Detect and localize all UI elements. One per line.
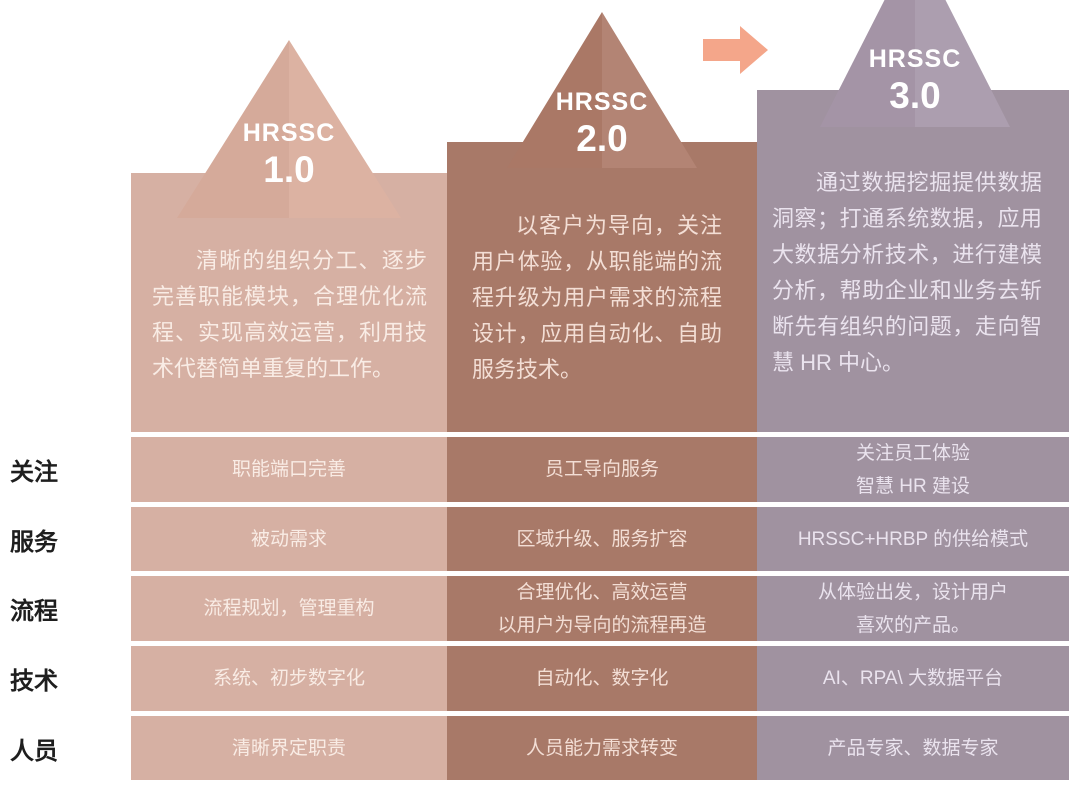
column-2-header: HRSSC 2.0 bbox=[502, 87, 702, 161]
cell-process-hrssc3: 从体验出发，设计用户 喜欢的产品。 bbox=[817, 581, 1008, 636]
column-3-header: HRSSC 3.0 bbox=[815, 44, 1015, 118]
cell-process-hrssc1: 流程规划，管理重构 bbox=[203, 598, 375, 619]
cell-technology-hrssc1: 系统、初步数字化 bbox=[212, 668, 365, 689]
cell-technology-hrssc3: AI、RPA\ 大数据平台 bbox=[822, 668, 1004, 689]
row-separator bbox=[131, 571, 1069, 576]
column-3-title: HRSSC bbox=[868, 45, 962, 73]
row-label-people: 人员 bbox=[10, 737, 58, 765]
cell-technology-hrssc2: 自动化、数字化 bbox=[535, 668, 669, 689]
column-1-title: HRSSC bbox=[242, 119, 336, 147]
row-label-technology: 技术 bbox=[10, 668, 58, 695]
arrow-right-icon bbox=[703, 26, 768, 74]
column-2-title: HRSSC bbox=[555, 88, 649, 116]
cell-service-hrssc3: HRSSC+HRBP 的供给模式 bbox=[797, 528, 1029, 550]
cell-people-hrssc3: 产品专家、数据专家 bbox=[827, 737, 999, 759]
cell-focus-hrssc3: 关注员工体验 智慧 HR 建设 bbox=[855, 442, 970, 497]
pyramid-3-right-face bbox=[915, 0, 1010, 127]
column-3-version: 3.0 bbox=[889, 75, 941, 116]
row-separator bbox=[131, 641, 1069, 646]
cell-service-hrssc1: 被动需求 bbox=[250, 528, 327, 550]
cell-focus-hrssc2: 员工导向服务 bbox=[544, 459, 659, 480]
pyramid-3-left-face bbox=[820, 0, 915, 127]
column-1-description: 清晰的组织分工、逐步完善职能模块，合理优化流程、实现高效运营，利用技术代替简单重… bbox=[152, 248, 427, 381]
pyramid-1-left-face bbox=[177, 40, 289, 218]
cell-people-hrssc1: 清晰界定职责 bbox=[231, 737, 346, 759]
column-1-body bbox=[131, 173, 447, 780]
cell-service-hrssc2: 区域升级、服务扩容 bbox=[516, 528, 688, 550]
column-2-version: 2.0 bbox=[576, 118, 628, 159]
column-2-body bbox=[447, 142, 757, 780]
pyramid-2-right-face bbox=[602, 12, 697, 168]
pyramid-1-right-face bbox=[289, 40, 401, 218]
row-separator bbox=[131, 711, 1069, 716]
row-label-process: 流程 bbox=[10, 598, 58, 625]
cell-people-hrssc2: 人员能力需求转变 bbox=[525, 737, 678, 759]
cell-focus-hrssc1: 职能端口完善 bbox=[231, 459, 346, 480]
column-2-description: 以客户为导向，关注用户体验，从职能端的流程升级为用户需求的流程设计，应用自动化、… bbox=[472, 213, 722, 382]
row-label-focus: 关注 bbox=[10, 459, 58, 486]
row-separator bbox=[131, 432, 1069, 437]
row-separator bbox=[131, 502, 1069, 507]
column-3-description: 通过数据挖掘提供数据洞察；打通系统数据，应用大数据分析技术，进行建模分析，帮助企… bbox=[772, 170, 1042, 375]
column-1-header: HRSSC 1.0 bbox=[189, 118, 389, 192]
row-label-service: 服务 bbox=[10, 528, 58, 556]
column-1-version: 1.0 bbox=[263, 149, 315, 190]
pyramid-2-left-face bbox=[507, 12, 602, 168]
cell-process-hrssc2: 合理优化、高效运营 以用户为导向的流程再造 bbox=[497, 581, 707, 636]
